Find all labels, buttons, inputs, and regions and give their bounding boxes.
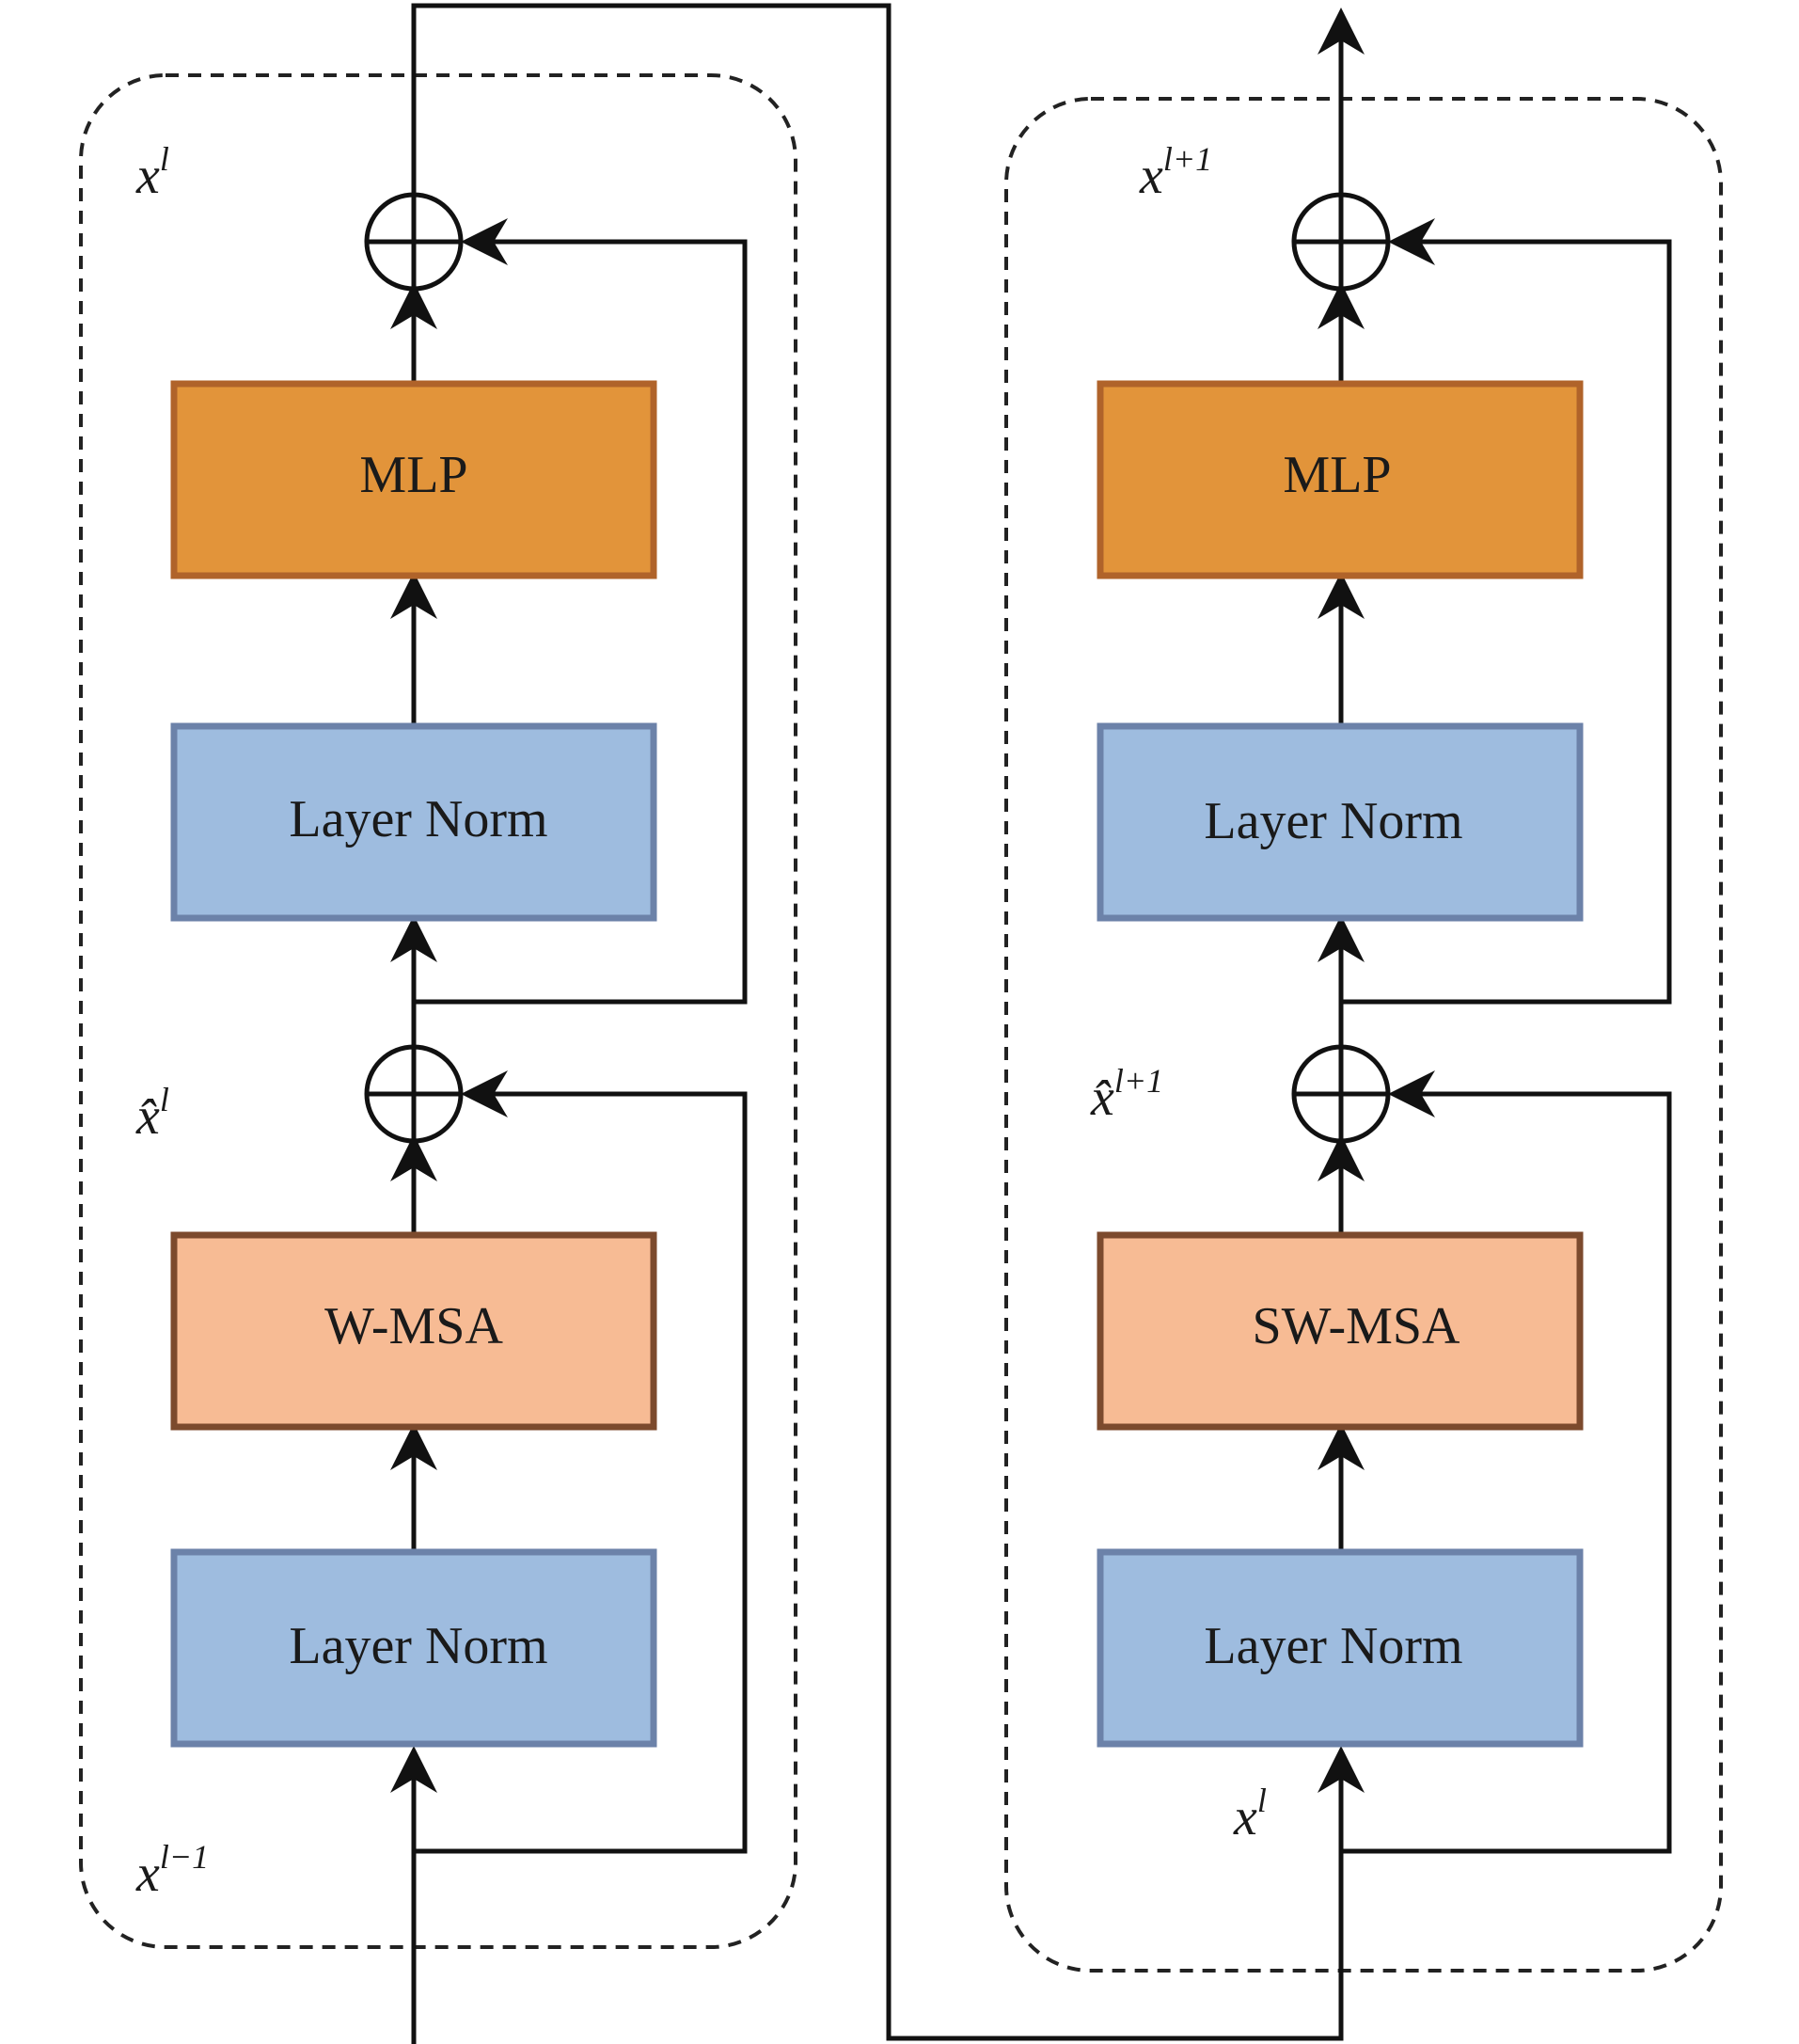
right-add-bottom-icon bbox=[1291, 1044, 1391, 1144]
right-msa-box: SW-MSA bbox=[1097, 1231, 1584, 1431]
left-msa-box: W-MSA bbox=[170, 1231, 657, 1431]
left-add-top-icon bbox=[364, 192, 464, 292]
right-residual-2 bbox=[1341, 218, 1672, 1005]
left-msa-label: W-MSA bbox=[324, 1297, 503, 1355]
left-add-bottom-icon bbox=[364, 1044, 464, 1144]
left-label-mid: x̂l bbox=[135, 1081, 169, 1146]
left-layer-norm-top-box: Layer Norm bbox=[170, 722, 657, 922]
inter-block-connection bbox=[411, 3, 1365, 2041]
left-residual-1 bbox=[414, 1070, 748, 1854]
right-layer-norm-top-box: Layer Norm bbox=[1097, 722, 1584, 922]
left-layer-norm-bottom-label: Layer Norm bbox=[289, 1617, 547, 1675]
right-mlp-label: MLP bbox=[1283, 446, 1391, 504]
left-block-boundary bbox=[79, 73, 797, 1949]
right-block-boundary bbox=[1004, 97, 1723, 1973]
right-label-bottom: xl bbox=[1233, 1782, 1267, 1846]
right-layer-norm-bottom-box: Layer Norm bbox=[1097, 1548, 1584, 1748]
right-add-top-icon bbox=[1291, 192, 1391, 292]
right-label-mid: x̂l+1 bbox=[1090, 1062, 1163, 1127]
left-mlp-label: MLP bbox=[359, 446, 467, 504]
left-layer-norm-top-label: Layer Norm bbox=[289, 790, 547, 848]
right-layer-norm-top-label: Layer Norm bbox=[1204, 792, 1462, 850]
right-layer-norm-bottom-label: Layer Norm bbox=[1204, 1617, 1462, 1675]
left-label-bottom: xl−1 bbox=[135, 1838, 209, 1903]
left-layer-norm-bottom-box: Layer Norm bbox=[170, 1548, 657, 1748]
left-residual-2 bbox=[414, 218, 748, 1005]
right-residual-1 bbox=[1341, 1070, 1672, 1854]
left-mlp-box: MLP bbox=[170, 380, 657, 579]
right-label-top: xl+1 bbox=[1139, 140, 1212, 205]
right-msa-label: SW-MSA bbox=[1253, 1297, 1460, 1355]
left-label-top: xl bbox=[135, 140, 169, 205]
right-mlp-box: MLP bbox=[1097, 380, 1584, 579]
